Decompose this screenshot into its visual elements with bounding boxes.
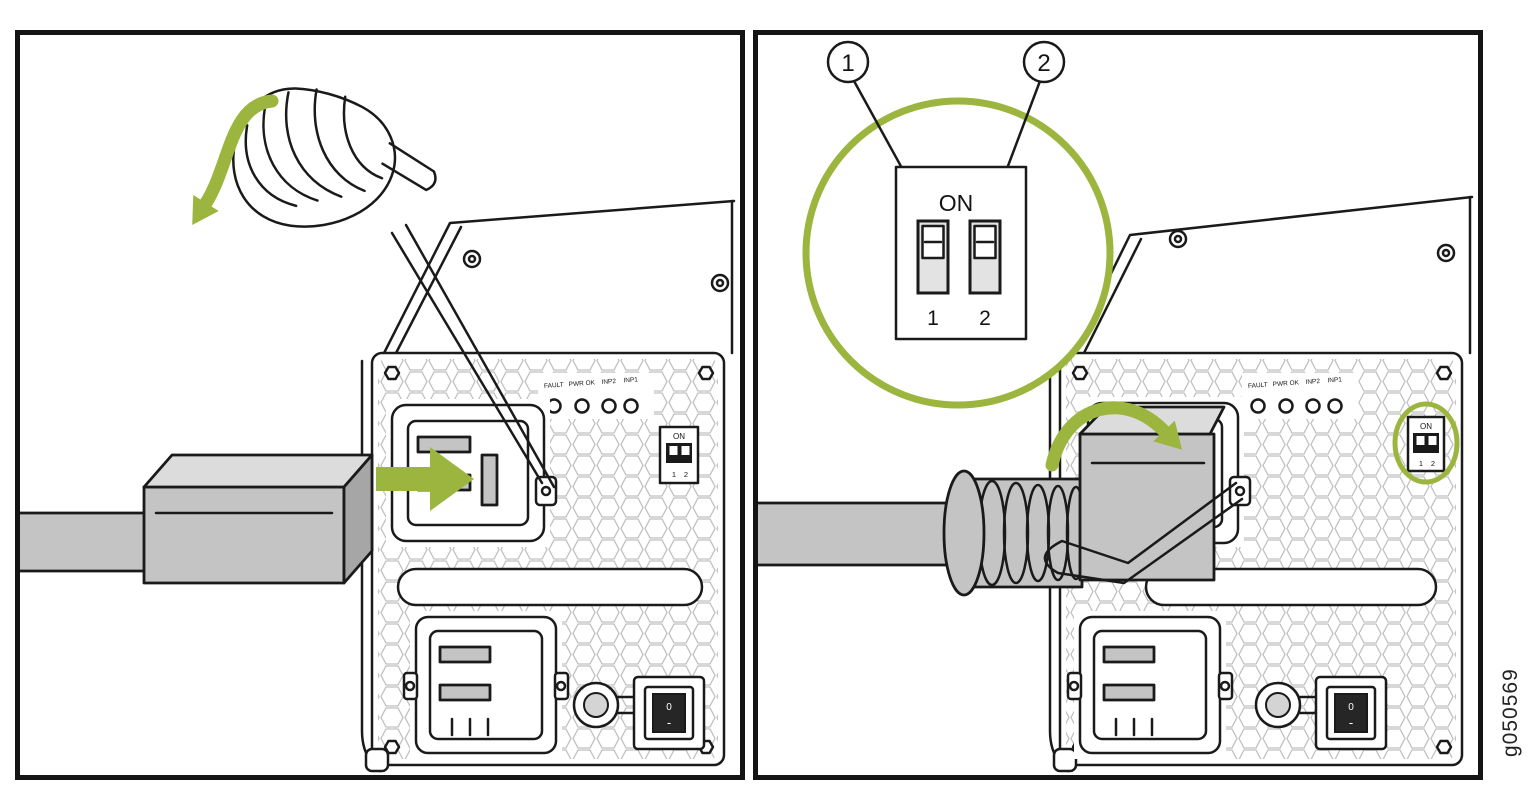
dip-slider-1 (1416, 436, 1425, 445)
led-fault (1250, 398, 1266, 414)
switch-on-label: - (1349, 715, 1353, 730)
dip-slider-1 (669, 446, 678, 455)
connector-top (142, 453, 374, 489)
module-latch (1052, 747, 1078, 773)
led-inp1 (1327, 398, 1343, 414)
dip-switch1-label: 1 (672, 470, 676, 479)
dip-switch2-label: 2 (684, 470, 688, 479)
rocker (652, 693, 686, 733)
face-screw (383, 365, 401, 381)
dip-switch1-label: 1 (1419, 459, 1423, 468)
module-latch (364, 747, 390, 773)
zoom-switch1-label: 1 (927, 307, 939, 330)
led-inp1 (623, 398, 639, 414)
dip-switch-callout: 1 2 ON 1 2 (802, 40, 1114, 409)
dip-switch-zoom: ON 1 2 (894, 165, 1028, 341)
led-label-inp1: INP1 (1327, 376, 1342, 384)
led-label-fault: FAULT (544, 382, 564, 390)
led-indicators: FAULT PWR OK INP2 INP1 (538, 373, 654, 419)
dip-switch: ON 1 2 (1392, 401, 1460, 485)
psu-chassis (380, 199, 736, 359)
cable (8, 511, 150, 573)
chassis-screw (462, 249, 482, 269)
dip-switch2-label: 2 (1431, 459, 1435, 468)
switch-off-label: 0 (1348, 702, 1354, 713)
boot-flange (942, 469, 986, 597)
callout-ref-2-label: 2 (1037, 50, 1050, 77)
dip-on-label: ON (1420, 422, 1432, 431)
inlet-pin (416, 435, 472, 454)
inlet-pin (438, 645, 492, 664)
inlet-pin (1102, 645, 1156, 664)
callout-ref-2: 2 (1022, 40, 1066, 84)
power-switch: 0 - (1314, 675, 1388, 751)
callout-ref-1-label: 1 (841, 50, 854, 77)
left-illustration: FAULT PWR OK INP2 INP1 ON 1 2 (8, 87, 736, 773)
power-cord (8, 453, 374, 585)
retainer-clip-wire (390, 223, 556, 489)
dip-slider-2 (681, 446, 690, 455)
callout-ref-1: 1 (826, 40, 870, 84)
clip-pivot-tab (1066, 671, 1083, 701)
dip-switch: ON 1 2 (658, 425, 700, 485)
led-label-inp2: INP2 (601, 378, 616, 386)
connector-body (142, 485, 346, 585)
strain-relief-boot (942, 469, 1087, 597)
led-inp2 (1305, 398, 1321, 414)
connector-body (1078, 432, 1216, 582)
led-label-pwr-ok: PWR OK (1272, 379, 1299, 388)
led-label-fault: FAULT (1248, 382, 1268, 390)
figure-id: g050569 (1499, 668, 1522, 757)
chassis-screw (1436, 243, 1456, 263)
right-illustration: FAULT PWR OK INP2 INP1 ON 1 2 (746, 40, 1474, 773)
switch-on-label: - (667, 715, 671, 730)
clip-pivot-tab (402, 671, 419, 701)
rotate-clip-arrow-icon (1045, 401, 1183, 472)
connector-side (342, 453, 374, 585)
psu-handle (1144, 567, 1438, 607)
chassis-screw (710, 273, 730, 293)
clip-pivot-tab (1217, 671, 1234, 701)
strain-relief-boot (232, 87, 437, 228)
lower-power-inlet (1066, 611, 1234, 759)
dip-switch-highlight (1392, 401, 1460, 485)
insert-arrow-icon (376, 447, 474, 511)
dip-on-label: ON (673, 432, 685, 441)
breaker-button (1254, 681, 1318, 729)
led-label-inp2: INP2 (1305, 378, 1320, 386)
chassis-screw (1168, 229, 1188, 249)
zoom-switch2-label: 2 (979, 307, 991, 330)
led-indicators: FAULT PWR OK INP2 INP1 (1242, 373, 1358, 419)
led-inp2 (601, 398, 617, 414)
inlet-pin (1102, 683, 1156, 702)
psu-handle (396, 567, 704, 607)
led-pwr-ok (574, 398, 590, 414)
psu-chassis (1068, 195, 1474, 359)
face-screw (1435, 739, 1453, 755)
clip-pivot-tab (553, 671, 570, 701)
panel-insert-cord: FAULT PWR OK INP2 INP1 ON 1 2 (8, 30, 745, 780)
switch-off-label: 0 (666, 702, 672, 713)
face-screw (1071, 365, 1089, 381)
breaker-button (572, 681, 636, 729)
power-switch: 0 - (632, 675, 706, 751)
dip-slider-2 (1428, 436, 1437, 445)
retainer-clip-wire (1043, 481, 1244, 585)
zoom-on-label: ON (939, 190, 974, 216)
rocker (1334, 693, 1368, 733)
panel-secure-clip: FAULT PWR OK INP2 INP1 ON 1 2 (746, 30, 1483, 780)
inlet-pin (438, 683, 492, 702)
lower-power-inlet (402, 611, 570, 759)
rotate-clip-arrow-icon (192, 94, 279, 226)
inlet-pin (480, 453, 499, 507)
led-label-pwr-ok: PWR OK (568, 379, 595, 388)
power-cord (746, 405, 1226, 597)
cable (746, 501, 970, 567)
face-screw (1435, 365, 1453, 381)
led-label-inp1: INP1 (623, 376, 638, 384)
face-screw (697, 365, 715, 381)
led-pwr-ok (1278, 398, 1294, 414)
clip-pivot-tab (534, 475, 558, 507)
